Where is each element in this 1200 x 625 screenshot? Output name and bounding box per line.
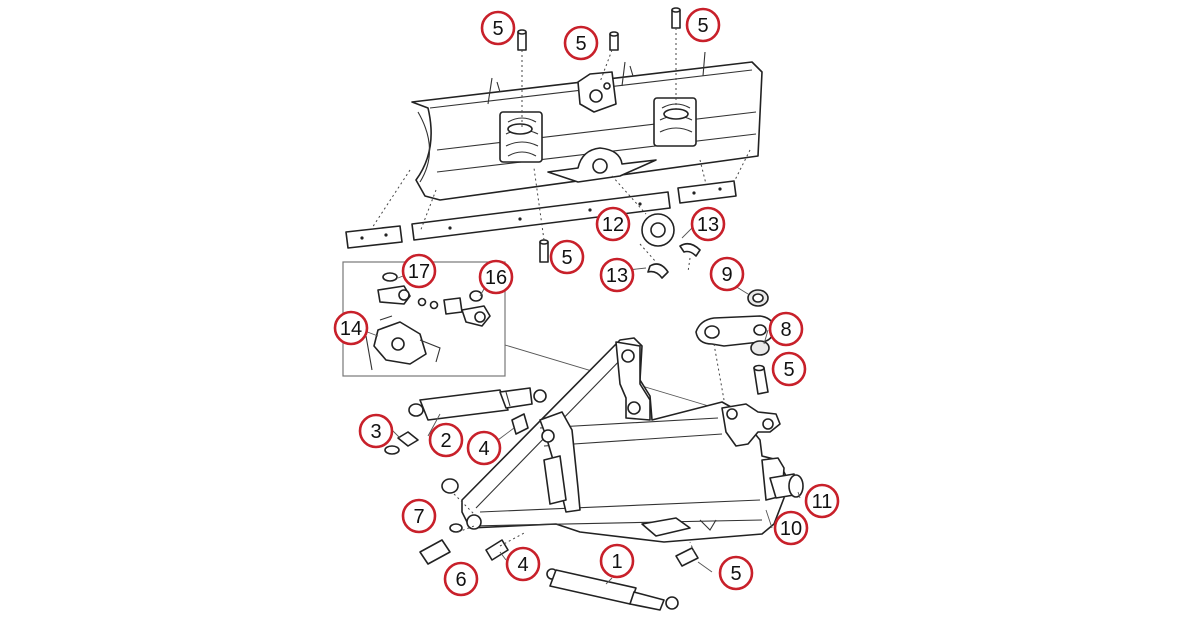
svg-text:6: 6 [455, 569, 466, 591]
pivot-ball-assembly [611, 175, 701, 279]
callout-7: 7 [401, 498, 437, 534]
dozer-blade [411, 51, 763, 201]
blade-pins [517, 7, 681, 263]
svg-text:5: 5 [783, 359, 794, 381]
svg-text:4: 4 [478, 438, 489, 460]
small-pins [384, 413, 699, 567]
callout-14: 14 [333, 310, 369, 346]
callout-4-lower: 4 [505, 546, 541, 582]
svg-text:16: 16 [485, 267, 507, 289]
callout-6: 6 [443, 561, 479, 597]
svg-text:5: 5 [492, 18, 503, 40]
callout-5-right: 5 [771, 351, 807, 387]
svg-text:5: 5 [561, 247, 572, 269]
callout-5-top-right: 5 [685, 7, 721, 43]
callout-8: 8 [768, 311, 804, 347]
callout-13-upper: 13 [690, 206, 726, 242]
callout-4-tilt: 4 [466, 430, 502, 466]
callout-5-bottom: 5 [718, 555, 754, 591]
svg-text:5: 5 [697, 15, 708, 37]
svg-text:17: 17 [408, 261, 430, 283]
callout-16: 16 [478, 259, 514, 295]
c-frame [461, 337, 787, 543]
callout-9: 9 [709, 256, 745, 292]
tilt-cylinder [408, 387, 547, 421]
svg-text:13: 13 [697, 214, 719, 236]
callout-3: 3 [358, 413, 394, 449]
lift-cylinder [546, 568, 679, 611]
svg-text:13: 13 [606, 265, 628, 287]
callout-5-top-center: 5 [563, 25, 599, 61]
svg-text:3: 3 [370, 421, 381, 443]
tilt-detail-inset [342, 261, 723, 411]
cutting-edges [345, 149, 751, 249]
callout-10: 10 [773, 510, 809, 546]
svg-text:1: 1 [611, 551, 622, 573]
link-and-bushings [695, 289, 775, 401]
svg-text:14: 14 [340, 318, 362, 340]
callout-11: 11 [804, 483, 840, 519]
callout-12: 12 [595, 206, 631, 242]
callout-1: 1 [599, 543, 635, 579]
svg-text:5: 5 [730, 563, 741, 585]
svg-text:2: 2 [440, 430, 451, 452]
svg-text:12: 12 [602, 214, 624, 236]
svg-text:4: 4 [517, 554, 528, 576]
callout-2: 2 [428, 422, 464, 458]
callout-17: 17 [401, 253, 437, 289]
callout-13-lower: 13 [599, 257, 635, 293]
callout-5-top-left: 5 [480, 10, 516, 46]
trunnion-pin [769, 473, 804, 499]
svg-text:8: 8 [780, 319, 791, 341]
callout-markers: 1 2 3 4 4 5 5 5 5 5 5 6 7 8 9 10 11 12 1… [333, 7, 840, 597]
svg-text:9: 9 [721, 264, 732, 286]
svg-text:10: 10 [780, 518, 802, 540]
svg-text:5: 5 [575, 33, 586, 55]
svg-text:11: 11 [812, 491, 833, 513]
svg-text:7: 7 [413, 506, 424, 528]
callout-5-blade-lower: 5 [549, 239, 585, 275]
